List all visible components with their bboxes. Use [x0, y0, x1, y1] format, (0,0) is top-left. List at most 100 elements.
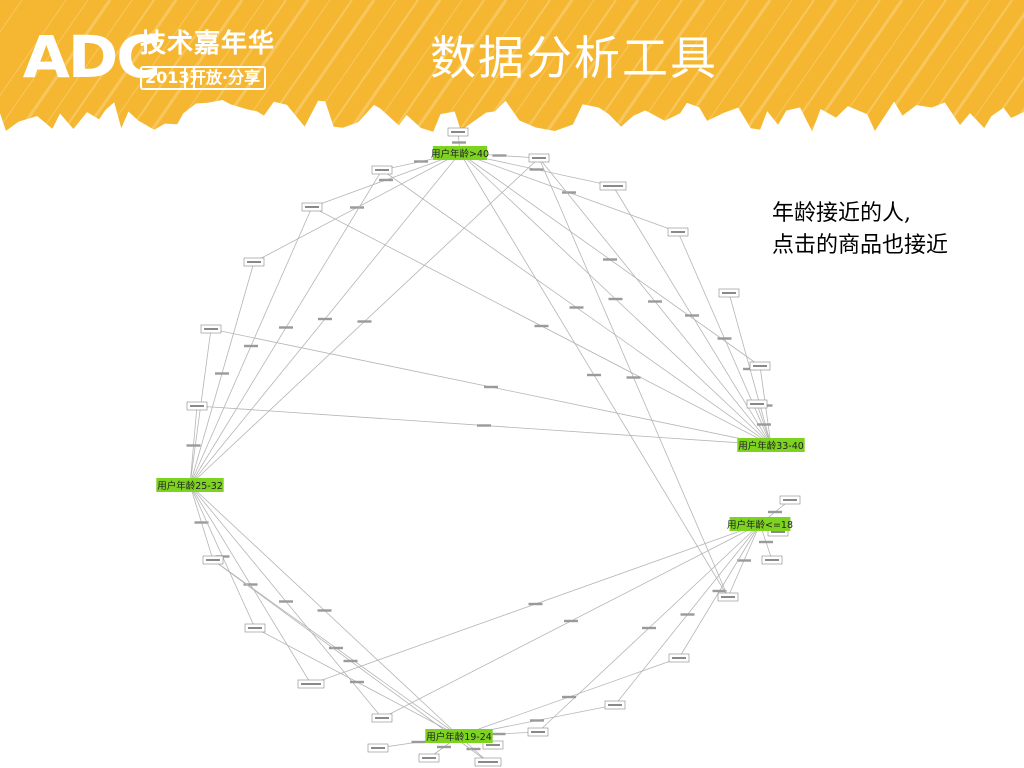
edge-weight-mark	[379, 178, 393, 182]
item-node-text-mark	[451, 131, 465, 133]
item-node-text-mark	[671, 231, 685, 233]
item-node-text-mark	[478, 761, 498, 763]
edge-weight-mark	[680, 613, 695, 616]
hub-node-label: 用户年龄25-32	[157, 480, 223, 492]
item-node-text-mark	[603, 185, 623, 187]
edge-weight-mark	[642, 626, 656, 630]
edge-weight-mark	[530, 719, 544, 722]
edge-weight-mark	[243, 583, 258, 586]
hub-node-box	[432, 146, 488, 160]
item-node-text-mark	[672, 657, 686, 659]
edge-weight-mark	[717, 337, 732, 340]
item-node-text-mark	[722, 292, 736, 294]
edge-weight-mark	[759, 540, 773, 544]
item-node-text-mark	[371, 747, 385, 749]
graph-hub-nodes: 用户年龄>40 用户年龄33-40 用户年龄<=18 用户年龄19-24 用户年龄25-…	[156, 146, 805, 743]
edge-weight-mark	[466, 747, 481, 751]
hub-node-box	[737, 438, 805, 452]
edge-weight-mark	[194, 521, 209, 524]
edge-weight-mark	[562, 191, 576, 194]
item-node-text-mark	[375, 717, 389, 719]
annotation-line-2: 点击的商品也接近	[772, 233, 949, 258]
item-node-text-mark	[750, 403, 764, 405]
logo-year-badge: 2013	[140, 66, 195, 90]
edge-weight-mark	[484, 385, 498, 389]
annotation-line-1: 年龄接近的人,	[772, 201, 911, 226]
hub-node-h19[interactable]: 用户年龄19-24	[425, 729, 493, 743]
item-node-text-mark	[753, 365, 767, 367]
logo-slogan-badge: 开放·分享	[184, 66, 267, 90]
edge-weight-mark	[343, 659, 358, 663]
hub-node-label: 用户年龄>40	[431, 148, 489, 160]
item-node-text-mark	[204, 328, 218, 330]
edge-weight-mark	[452, 141, 466, 144]
edge-weight-mark	[626, 376, 641, 379]
edge-weight-mark	[534, 324, 549, 328]
item-node-text-mark	[301, 683, 321, 685]
edge-weight-mark	[350, 206, 364, 209]
edge-weight-mark	[608, 297, 623, 301]
edge-weight-mark	[279, 326, 293, 329]
edge-weight-mark	[329, 646, 343, 650]
item-node-text-mark	[783, 499, 797, 501]
edge-weight-mark	[569, 306, 584, 309]
banner-band	[0, 0, 1024, 132]
edge-weight-mark	[244, 344, 258, 348]
edge-weight-mark	[529, 168, 544, 171]
hub-node-h18[interactable]: 用户年龄<=18	[727, 517, 793, 531]
graph-edges	[186, 131, 791, 763]
hub-node-label: 用户年龄33-40	[738, 440, 804, 452]
hub-node-box	[156, 478, 224, 492]
edge-weight-mark	[186, 444, 201, 447]
edge-weight-mark	[350, 680, 364, 684]
header-banner	[0, 0, 1024, 132]
hub-node-h25[interactable]: 用户年龄25-32	[156, 478, 224, 492]
edge-weight-mark	[492, 154, 507, 157]
slide-title: 数据分析工具	[430, 31, 718, 85]
item-node-text-mark	[531, 731, 545, 733]
edge-weight-mark	[318, 317, 332, 321]
item-node-text-mark	[247, 261, 261, 263]
item-node-text-mark	[721, 596, 735, 598]
item-node-text-mark	[190, 405, 204, 407]
item-node-text-mark	[422, 757, 436, 759]
hub-node-label: 用户年龄<=18	[727, 519, 793, 531]
item-node-text-mark	[375, 169, 389, 171]
logo-adc-text: ADC	[22, 23, 161, 91]
logo-chinese-text: 技术嘉年华	[140, 29, 276, 59]
graph-item-nodes	[186, 127, 801, 767]
edge-weight-mark	[215, 372, 229, 375]
edge-weight-mark	[437, 745, 451, 749]
banner-texture	[0, 0, 1024, 131]
item-node-text-mark	[608, 704, 622, 706]
item-node-text-mark	[765, 559, 779, 561]
edge-weight-mark	[411, 740, 426, 744]
edge-weight-mark	[414, 160, 428, 163]
edge-weight-mark	[562, 695, 576, 699]
edge-weight-mark	[564, 619, 578, 623]
edge-weight-mark	[587, 373, 601, 377]
edge-weight-mark	[648, 300, 662, 303]
edge-weight-mark	[685, 314, 699, 317]
edge-weight-mark	[491, 732, 506, 736]
edge-weight-mark	[279, 600, 293, 603]
edge-weight-mark	[528, 602, 543, 606]
hub-node-label: 用户年龄19-24	[426, 731, 492, 743]
hub-node-box	[729, 517, 791, 531]
hub-node-box	[425, 729, 493, 743]
edge-weight-mark	[712, 589, 727, 593]
edge-weight-mark	[357, 320, 372, 323]
edge-weight-mark	[757, 423, 771, 426]
edge-weight-mark	[768, 510, 782, 514]
item-node-text-mark	[532, 157, 546, 159]
item-node-text-mark	[248, 627, 262, 629]
hub-node-h33[interactable]: 用户年龄33-40	[737, 438, 805, 452]
edge-weight-mark	[477, 424, 491, 427]
hub-node-h40[interactable]: 用户年龄>40	[431, 146, 489, 160]
item-node-text-mark	[305, 206, 319, 208]
edge-weight-mark	[603, 258, 617, 261]
item-node-text-mark	[771, 531, 785, 533]
annotation: 年龄接近的人, 点击的商品也接近	[772, 198, 948, 262]
item-node-text-mark	[206, 559, 220, 561]
